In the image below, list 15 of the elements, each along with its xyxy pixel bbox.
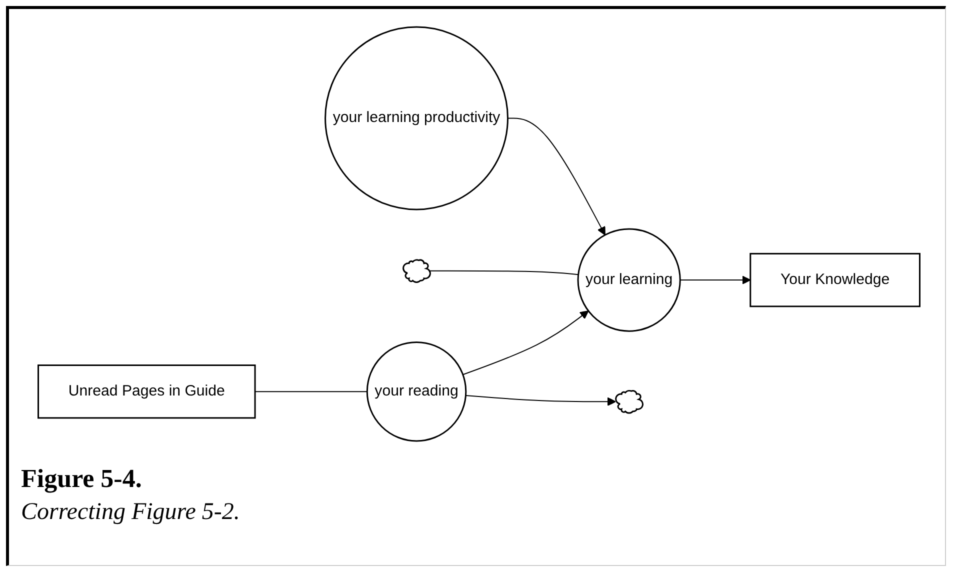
connector (255, 391, 368, 392)
arrow (680, 276, 751, 284)
arrow (462, 310, 589, 376)
arrow (466, 395, 616, 406)
node-box: Your Knowledge (750, 252, 920, 308)
node-circle: your learning (577, 228, 681, 332)
figure-title: Figure 5-4. (21, 464, 142, 494)
node-circle: your learning productivity (324, 26, 508, 210)
arrow (508, 118, 606, 236)
figure-caption: Correcting Figure 5-2. (21, 499, 240, 526)
node-circle: your reading (366, 341, 467, 442)
node-box: Unread Pages in Guide (38, 364, 256, 419)
node-cloud (615, 390, 644, 414)
connector (430, 270, 578, 276)
node-cloud (402, 259, 431, 283)
